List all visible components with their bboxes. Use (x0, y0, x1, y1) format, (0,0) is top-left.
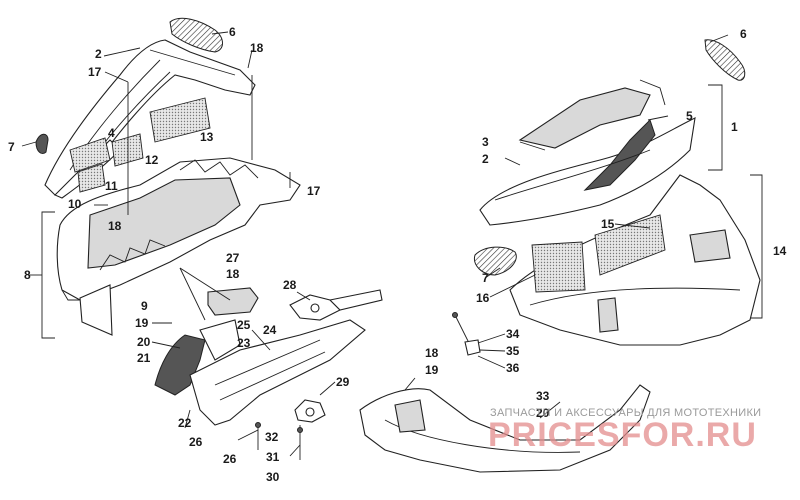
belly-pan-right (359, 384, 651, 473)
callout-4: 4 (108, 126, 115, 140)
decal-9 (79, 284, 113, 336)
callout-23: 23 (237, 336, 251, 350)
callout-2-left: 2 (95, 47, 102, 61)
vent-grille-6-right (704, 39, 746, 81)
callout-24: 24 (263, 323, 277, 337)
callout-13: 13 (200, 130, 214, 144)
cable-34 (452, 312, 481, 356)
callout-21: 21 (137, 351, 151, 365)
callout-22: 22 (178, 416, 192, 430)
callout-18-lower: 18 (226, 267, 240, 281)
watermark-brand: PRICESFOR.RU (488, 416, 757, 454)
callout-20-left: 20 (137, 335, 151, 349)
callout-33: 33 (536, 389, 550, 403)
handle-7-right (473, 246, 517, 276)
callout-1: 1 (731, 120, 738, 134)
decal-12 (111, 133, 144, 167)
callout-5: 5 (686, 109, 693, 123)
callout-20-right: 20 (536, 406, 550, 420)
callout-19-right: 19 (425, 363, 439, 377)
callout-8: 8 (24, 268, 31, 282)
watermark: ЗАПЧАСТИ И АКСЕССУАРЫ ДЛЯ МОТОТЕХНИКИ PR… (488, 407, 761, 454)
callout-6-left: 6 (229, 25, 236, 39)
leader-lines (21, 31, 729, 457)
bracket-28 (289, 289, 383, 321)
callout-6-right: 6 (740, 27, 747, 41)
callout-2-right: 2 (482, 152, 489, 166)
hood-assembly-1 (479, 79, 696, 226)
callout-32: 32 (265, 430, 279, 444)
decal-16 (531, 241, 586, 293)
callout-7-left: 7 (8, 140, 15, 154)
callout-31: 31 (266, 450, 280, 464)
callout-35: 35 (506, 344, 520, 358)
plate-29 (294, 399, 326, 423)
callout-25: 25 (237, 318, 251, 332)
decal-4 (69, 137, 111, 173)
callout-26-left: 26 (189, 435, 203, 449)
callout-17-mid: 17 (307, 184, 321, 198)
callout-10: 10 (68, 197, 82, 211)
callout-14: 14 (773, 244, 787, 258)
callout-labels: 6 18 2 17 4 13 7 12 11 17 10 18 8 27 18 … (8, 25, 787, 484)
callout-18-mid: 18 (108, 219, 122, 233)
nose-assembly-14 (509, 174, 761, 346)
callout-18-right: 18 (425, 346, 439, 360)
panel-25-23 (199, 319, 241, 361)
callout-29: 29 (336, 375, 350, 389)
callout-3: 3 (482, 135, 489, 149)
callout-17-left: 17 (88, 65, 102, 79)
callout-18-top: 18 (250, 41, 264, 55)
bracket-27 (207, 287, 259, 316)
vent-grille-6-left (169, 17, 223, 53)
callout-34: 34 (506, 327, 520, 341)
callout-7-right: 7 (482, 271, 489, 285)
decal-11 (77, 163, 106, 193)
fastener-column (255, 422, 303, 460)
nose-pan-8 (56, 157, 301, 301)
callout-15: 15 (601, 217, 615, 231)
callout-19-left: 19 (135, 316, 149, 330)
callout-36: 36 (506, 361, 520, 375)
callout-11: 11 (105, 179, 118, 193)
callout-28: 28 (283, 278, 297, 292)
callout-30: 30 (266, 470, 280, 484)
callout-27: 27 (226, 251, 240, 265)
callout-26-lower: 26 (223, 452, 237, 466)
skid-plate-left (189, 319, 366, 426)
decal-13 (149, 97, 211, 143)
callout-12: 12 (145, 153, 159, 167)
callout-16: 16 (476, 291, 490, 305)
watermark-tagline: ЗАПЧАСТИ И АКСЕССУАРЫ ДЛЯ МОТОТЕХНИКИ (490, 407, 761, 419)
callout-9: 9 (141, 299, 148, 313)
handle-7-left (35, 133, 49, 155)
